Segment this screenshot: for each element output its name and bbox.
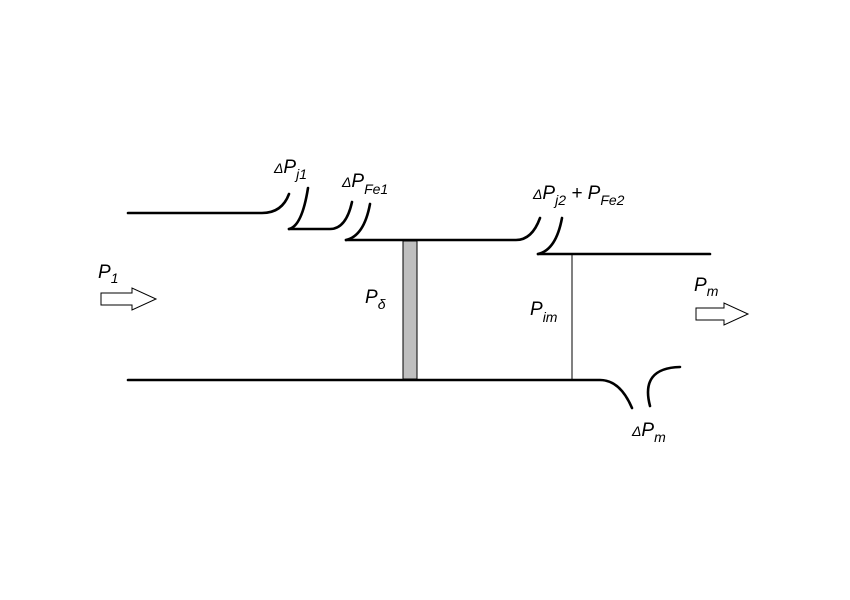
label-internal-mech-power: Pim xyxy=(530,299,558,325)
label-input-power: P1 xyxy=(98,262,118,286)
label-rotor-losses: ΔPj2 + PFe2 xyxy=(532,183,625,208)
flow-bottom-line xyxy=(126,378,634,410)
label-air-gap-power: Pδ xyxy=(365,287,386,312)
label-output-power: Pm xyxy=(694,275,719,299)
output-arrow xyxy=(695,302,750,326)
flow-top-airgap-line xyxy=(344,216,542,242)
label-mech-loss: ΔPm xyxy=(631,420,666,445)
loss-branch-j1 xyxy=(287,186,310,231)
air-gap-band xyxy=(402,240,418,380)
label-stator-copper-loss: ΔPj1 xyxy=(273,157,307,182)
label-stator-iron-loss: ΔPFe1 xyxy=(341,171,388,197)
flow-top-input-line xyxy=(126,192,291,215)
loss-branch-mech xyxy=(646,365,682,408)
flow-top-segment-1 xyxy=(287,200,354,231)
input-arrow xyxy=(100,287,158,311)
loss-branch-rotor xyxy=(536,216,564,256)
